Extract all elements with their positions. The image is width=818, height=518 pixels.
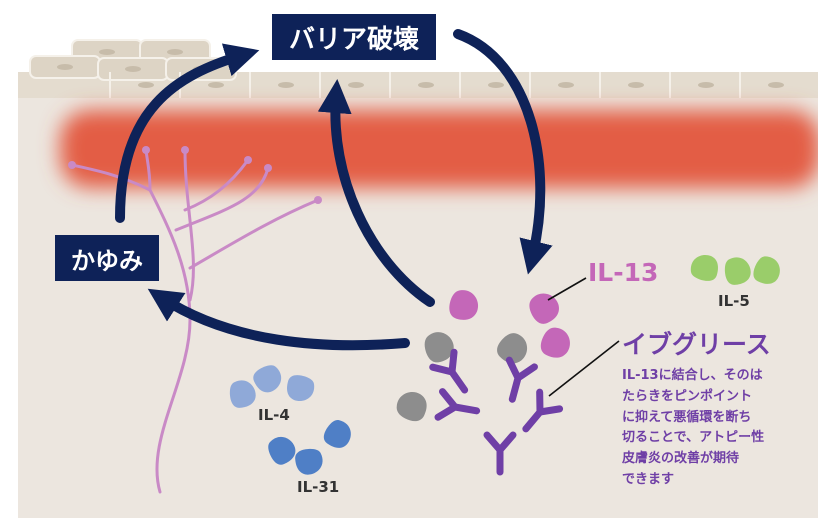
il13-label: IL-13 — [588, 258, 659, 287]
drug-description: IL-13に結合し、そのは たらきをピンポイント に抑えて悪循環を断ち 切ること… — [622, 366, 812, 491]
il31-cytokine — [295, 448, 323, 475]
il5-label: IL-5 — [718, 292, 750, 310]
bound-cytokine — [396, 392, 427, 422]
antibody-icon — [429, 348, 469, 394]
il13-cytokine — [449, 290, 479, 320]
il13-cytokine — [540, 327, 570, 358]
arrow-cytokines-to-barrier — [317, 79, 435, 307]
description-line: 切ることで、アトピー性 — [622, 430, 765, 446]
antibodies — [429, 348, 564, 476]
il13-leader-line — [547, 277, 587, 301]
epidermis-nuclei — [138, 82, 784, 88]
description-line: できます — [622, 471, 675, 487]
bound-cytokine — [497, 333, 528, 364]
il13-cytokines — [449, 290, 570, 358]
description-line: に抑えて悪循環を断ち — [622, 409, 752, 425]
nerve-endings — [68, 146, 322, 204]
description-line: 皮膚炎の改善が期待 — [622, 451, 740, 467]
il5-cytokines — [690, 255, 780, 285]
il5-cytokine — [753, 256, 780, 284]
drug-name: イブグリース — [622, 330, 771, 359]
itch-label: かゆみ — [55, 235, 159, 281]
il4-cytokine — [253, 365, 282, 393]
antibody-icon — [434, 388, 481, 421]
antibody-icon — [505, 356, 538, 403]
il31-cytokine — [323, 419, 351, 448]
antibody-icon — [522, 388, 564, 433]
drug-leader-line — [548, 340, 620, 397]
epidermis-cell-row — [109, 72, 741, 98]
inflammation-band — [60, 110, 818, 188]
il4-label: IL-4 — [258, 406, 290, 424]
description-line: IL-13に結合し、そのは — [622, 368, 763, 383]
il31-label: IL-31 — [297, 478, 340, 496]
bound-cytokine — [424, 332, 454, 363]
neutralized-il13-cytokines — [396, 332, 528, 422]
il4-cytokine — [229, 380, 256, 408]
barrier-breakdown-label: バリア破壊 — [272, 14, 436, 60]
il13-cytokine — [529, 293, 559, 324]
arrow-barrier-to-il13 — [453, 29, 553, 275]
il5-cytokine — [724, 257, 751, 285]
description-line: たらきをピンポイント — [622, 388, 753, 404]
arrow-itch-to-barrier — [115, 43, 260, 223]
vicious-cycle-arrows — [115, 29, 553, 351]
il4-cytokine — [287, 375, 315, 401]
il31-cytokines — [268, 419, 351, 475]
arrow-cytokines-to-itch — [147, 288, 410, 351]
itch-nerve-fibers — [70, 148, 320, 494]
il4-cytokines — [229, 365, 315, 408]
il5-cytokine — [690, 255, 718, 281]
antibody-icon — [483, 431, 517, 476]
il31-cytokine — [268, 436, 296, 465]
